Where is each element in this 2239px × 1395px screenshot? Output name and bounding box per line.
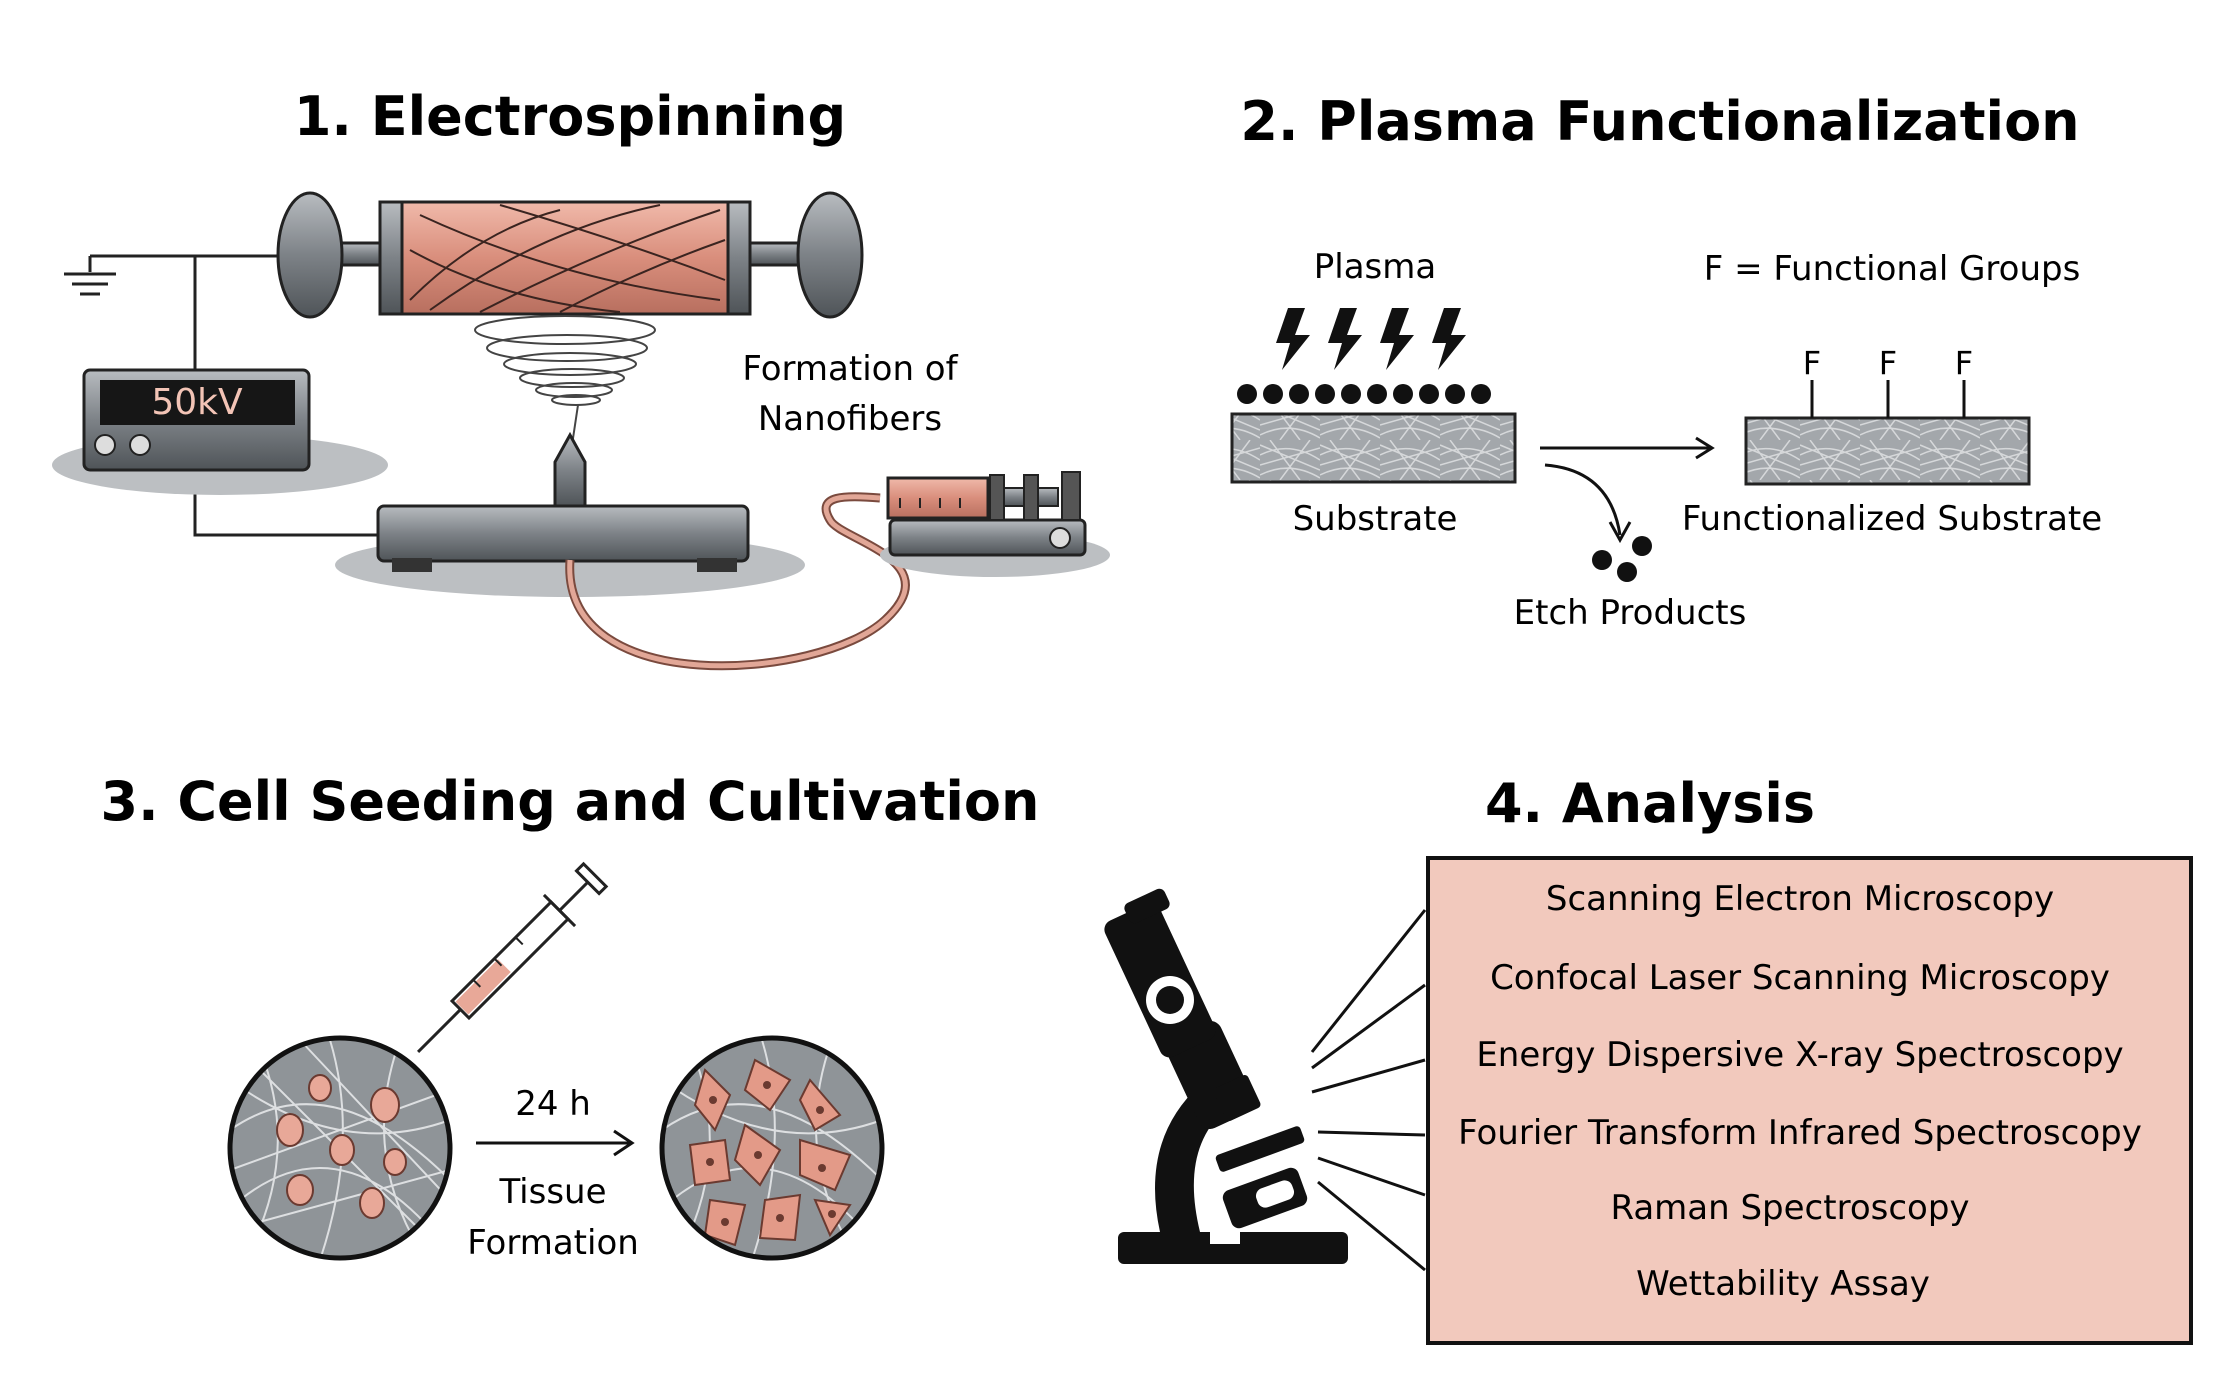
substrate-label: Substrate <box>1293 499 1458 539</box>
scaffold-dish-seeded <box>227 1035 453 1261</box>
functional-group-f: F <box>1879 344 1897 382</box>
panel-title-analysis: 4. Analysis <box>1485 772 1815 835</box>
functional-group-f: F <box>1955 344 1973 382</box>
panel-seeding: 3. Cell Seeding and Cultivation <box>101 770 1040 1263</box>
panel-electrospinning: 1. Electrospinning 50kV <box>52 85 1110 671</box>
functionalized-substrate-label: Functionalized Substrate <box>1682 499 2102 539</box>
plasma-particles <box>1237 384 1491 404</box>
panel-title-seeding: 3. Cell Seeding and Cultivation <box>101 770 1040 833</box>
lightning-icons <box>1276 308 1466 370</box>
syringe-pump <box>880 471 1110 577</box>
fiber-label-line1: Formation of <box>742 349 958 389</box>
methods-box <box>1426 856 2193 1345</box>
syringe-icon <box>417 861 609 1053</box>
spinneret-needle <box>553 431 587 508</box>
method-item: Fourier Transform Infrared Spectroscopy <box>1458 1113 2142 1153</box>
voltage-readout: 50kV <box>151 382 243 423</box>
method-item: Energy Dispersive X-ray Spectroscopy <box>1476 1035 2123 1075</box>
method-item: Scanning Electron Microscopy <box>1546 879 2054 919</box>
functional-groups-legend: F = Functional Groups <box>1704 249 2081 289</box>
scaffold-dish-tissue <box>659 1035 885 1261</box>
fiber-label-line2: Nanofibers <box>758 399 942 439</box>
drum-collector <box>276 191 864 319</box>
lightning-icon <box>1432 308 1466 370</box>
analysis-fan-lines <box>1310 909 1427 1272</box>
functionalized-substrate-block <box>1744 416 2031 486</box>
lightning-icon <box>1276 308 1310 370</box>
lightning-icon <box>1328 308 1362 370</box>
method-item: Raman Spectroscopy <box>1610 1188 1969 1228</box>
incubation-time: 24 h <box>515 1084 591 1124</box>
plasma-label: Plasma <box>1314 247 1436 287</box>
etch-products-label: Etch Products <box>1514 593 1747 633</box>
panel-title-electrospinning: 1. Electrospinning <box>294 85 846 148</box>
method-item: Wettability Assay <box>1636 1264 1930 1304</box>
process-arrows <box>1540 436 1715 544</box>
tissue-label-line2: Formation <box>467 1223 639 1263</box>
etch-particles <box>1592 536 1652 582</box>
substrate-block <box>1230 412 1517 484</box>
pump-knob-icon <box>1049 527 1071 549</box>
tissue-label-line1: Tissue <box>498 1172 606 1212</box>
fiber-jet-spiral <box>474 315 656 446</box>
panel-analysis: 4. Analysis Scanning Electron M <box>1104 772 2193 1345</box>
knob-icon <box>94 434 116 456</box>
high-voltage-supply: 50kV <box>52 368 388 495</box>
knob-icon <box>129 434 151 456</box>
microscope-icon <box>1104 888 1348 1264</box>
lightning-icon <box>1380 308 1414 370</box>
incubation-arrow <box>476 1129 635 1157</box>
panel-title-plasma: 2. Plasma Functionalization <box>1240 90 2079 153</box>
method-item: Confocal Laser Scanning Microscopy <box>1490 958 2110 998</box>
functional-group-f: F <box>1803 344 1821 382</box>
functional-group-markers <box>1810 380 1966 418</box>
panel-plasma: 2. Plasma Functionalization Plasma Subst… <box>1230 90 2102 633</box>
